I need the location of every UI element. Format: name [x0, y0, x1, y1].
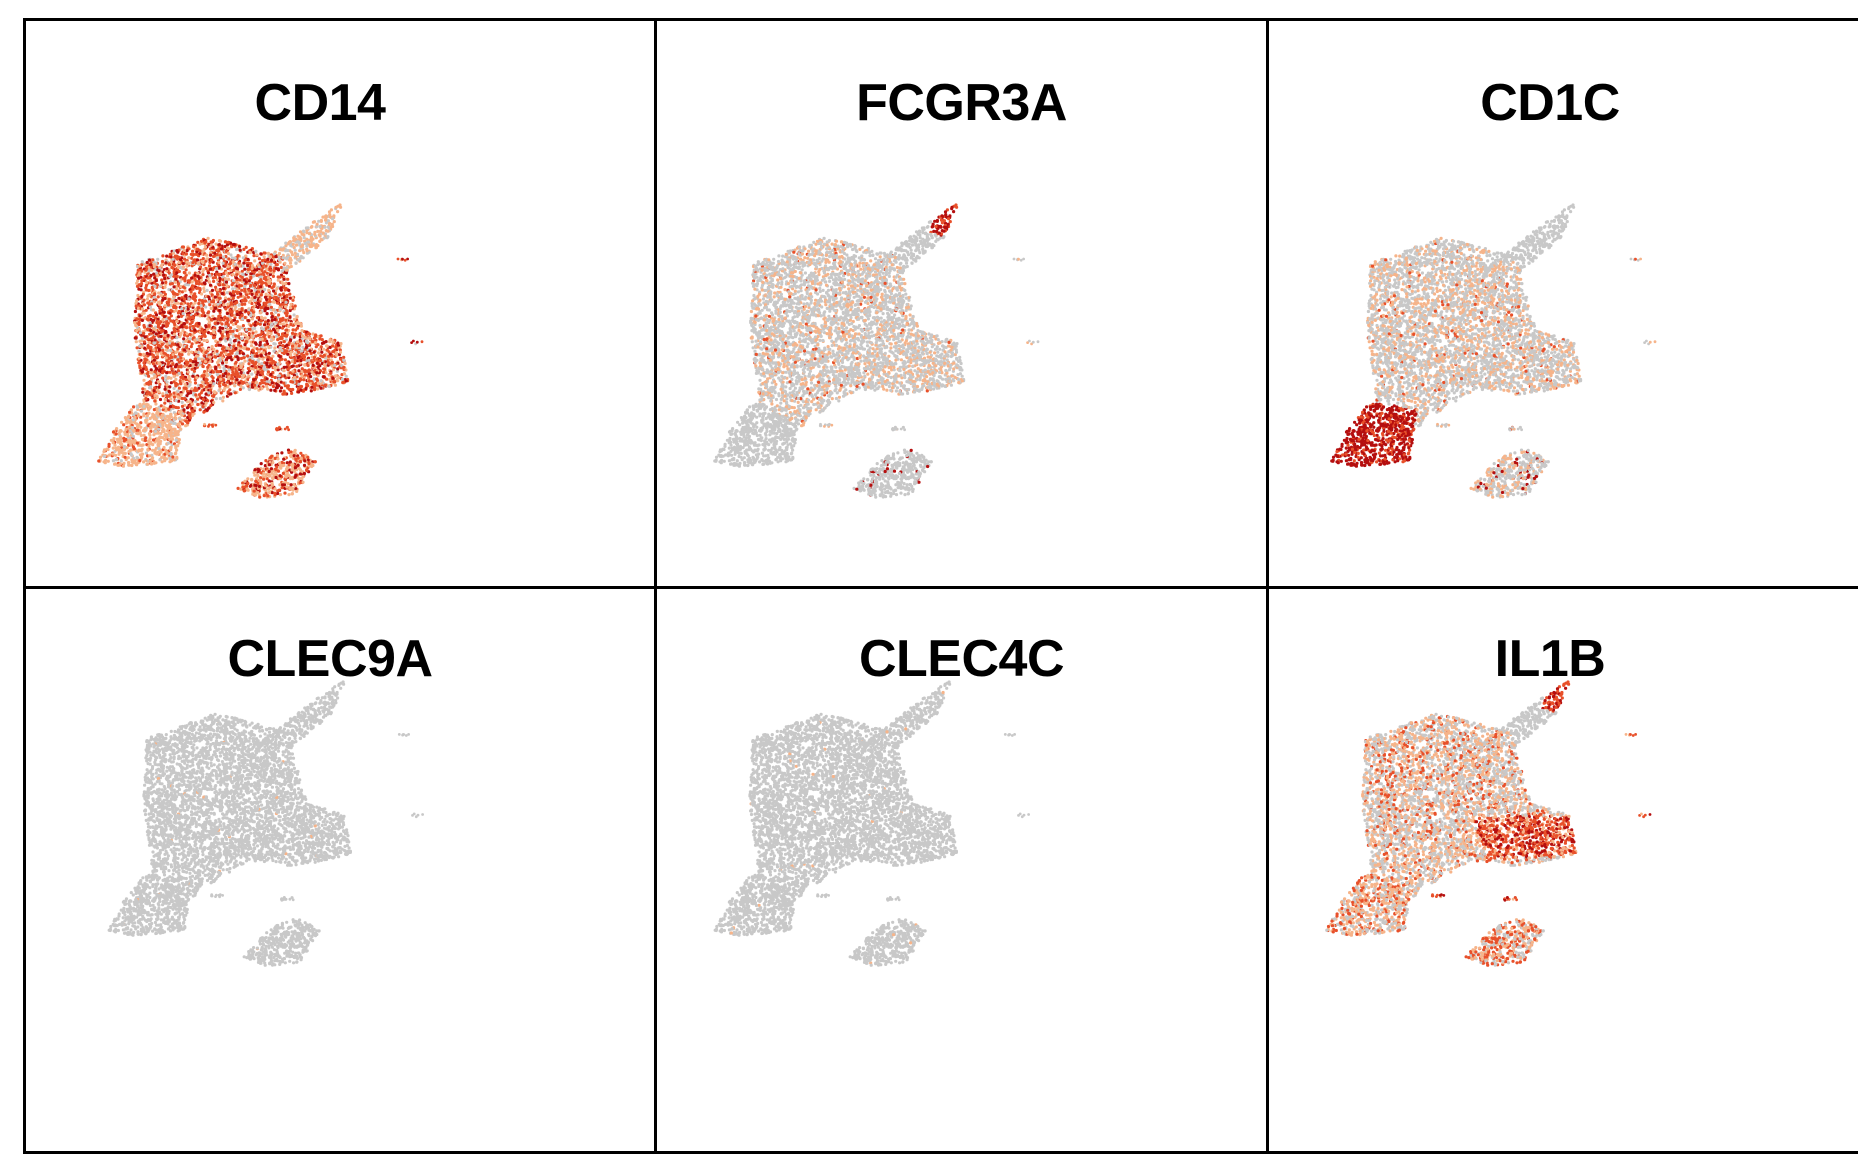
point-cloud: [1325, 680, 1652, 967]
panel-title: IL1B: [1269, 629, 1858, 689]
point-cloud: [97, 203, 424, 499]
panel-divider-horizontal: [26, 586, 1858, 589]
umap-scatter: [1325, 680, 1652, 967]
umap-panel-clec9a: CLEC9A: [26, 589, 654, 1154]
point-cloud: [1330, 203, 1657, 499]
umap-scatter: [107, 680, 424, 967]
umap-scatter: [713, 203, 1040, 499]
umap-panel-cd14: CD14: [26, 21, 654, 586]
point-cloud: [107, 680, 424, 967]
umap-scatter: [97, 203, 424, 499]
umap-scatter: [1330, 203, 1657, 499]
umap-scatter: [713, 680, 1030, 967]
point-cloud: [713, 680, 1030, 967]
panel-title: FCGR3A: [657, 73, 1266, 133]
point-cloud: [713, 203, 1040, 499]
panel-title: CD14: [26, 73, 654, 133]
umap-panel-grid: CD14 FCGR3A CD1C CLEC9A CLEC4C IL1B: [23, 18, 1858, 1154]
umap-panel-clec4c: CLEC4C: [657, 589, 1266, 1154]
panel-title: CLEC9A: [26, 629, 654, 689]
umap-panel-fcgr3a: FCGR3A: [657, 21, 1266, 586]
umap-panel-cd1c: CD1C: [1269, 21, 1858, 586]
panel-title: CLEC4C: [657, 629, 1266, 689]
panel-title: CD1C: [1269, 73, 1858, 133]
umap-panel-il1b: IL1B: [1269, 589, 1858, 1154]
